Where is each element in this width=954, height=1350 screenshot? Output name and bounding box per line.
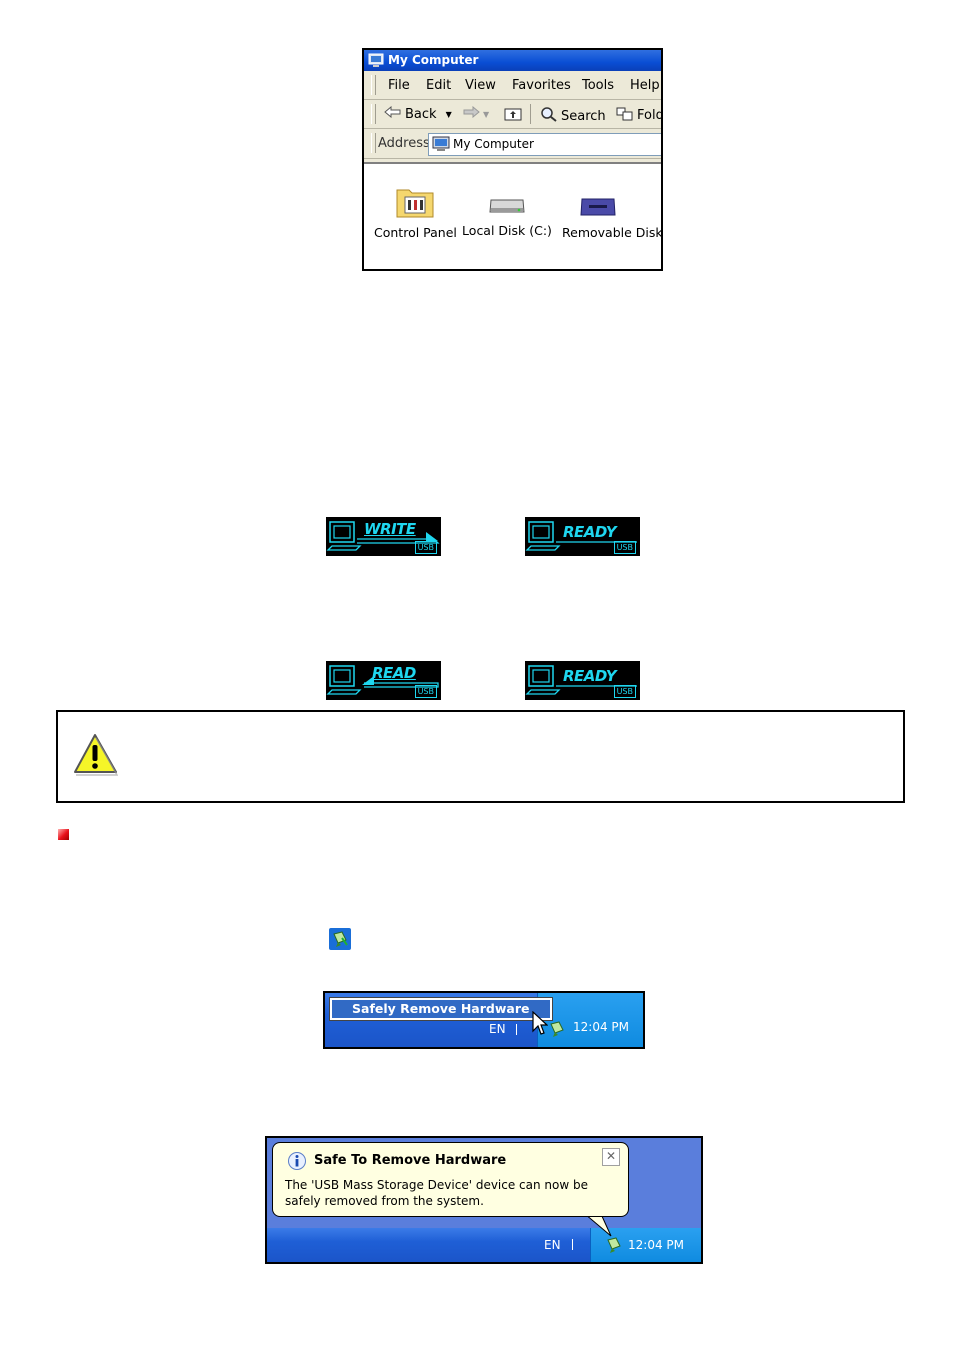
tray-clock[interactable]: 12:04 PM bbox=[573, 1020, 629, 1034]
address-value: My Computer bbox=[453, 137, 534, 151]
back-arrow-icon bbox=[384, 105, 402, 122]
toolbar-grip[interactable] bbox=[371, 104, 376, 124]
mouse-cursor-icon bbox=[532, 1010, 549, 1041]
forward-button[interactable]: ▼ bbox=[462, 105, 490, 122]
folders-icon bbox=[616, 106, 634, 125]
close-icon[interactable]: ✕ bbox=[602, 1148, 620, 1166]
lcd-write-screen: WRITE USB bbox=[326, 517, 441, 556]
toolbar-separator bbox=[530, 104, 531, 124]
tray-separator bbox=[516, 1024, 517, 1035]
lcd-read-screen: READ USB bbox=[326, 661, 441, 700]
folders-label: Fold bbox=[637, 108, 663, 123]
lcd-pc-graphic bbox=[525, 665, 637, 695]
search-label: Search bbox=[561, 108, 606, 124]
forward-arrow-icon bbox=[462, 105, 480, 122]
local-disk-item[interactable]: Local Disk (C:) bbox=[462, 196, 552, 238]
menu-favorites[interactable]: Favorites bbox=[512, 78, 571, 93]
lcd-ready-screen: READY USB bbox=[525, 517, 640, 556]
lcd-ready-text: READY bbox=[563, 667, 617, 685]
lcd-pc-graphic bbox=[326, 521, 440, 551]
standard-toolbar: Back ▼ ▼ Search Fold bbox=[364, 100, 661, 129]
lcd-usb-badge: USB bbox=[613, 541, 636, 554]
system-tray: 12:04 PM bbox=[537, 993, 643, 1047]
removable-disk-label: Removable Disk (F:) bbox=[562, 225, 663, 240]
menu-item-safely-remove-hardware[interactable]: Safely Remove Hardware bbox=[332, 1000, 550, 1018]
bullet-marker bbox=[58, 829, 69, 840]
language-indicator[interactable]: EN bbox=[544, 1238, 561, 1252]
chevron-down-icon[interactable]: ▼ bbox=[445, 109, 452, 119]
folders-button[interactable]: Fold bbox=[616, 106, 663, 125]
hard-disk-icon bbox=[488, 199, 526, 219]
address-bar: Address My Computer bbox=[364, 129, 661, 159]
balloon-title: Safe To Remove Hardware bbox=[314, 1153, 507, 1168]
control-panel-icon bbox=[395, 189, 435, 221]
safely-remove-hardware-icon[interactable] bbox=[604, 1236, 624, 1258]
balloon-message: The 'USB Mass Storage Device' device can… bbox=[285, 1178, 588, 1208]
lcd-usb-badge: USB bbox=[414, 541, 437, 554]
folder-content-area: Control Panel Local Disk (C:) Removable … bbox=[364, 162, 661, 269]
safely-remove-hardware-icon[interactable] bbox=[547, 1020, 567, 1042]
notification-balloon[interactable]: Safe To Remove Hardware ✕ The 'USB Mass … bbox=[272, 1142, 629, 1217]
tray-separator bbox=[572, 1239, 573, 1250]
address-label: Address bbox=[378, 136, 430, 151]
removable-disk-icon bbox=[579, 198, 617, 221]
language-indicator[interactable]: EN bbox=[489, 1022, 506, 1036]
lcd-usb-badge: USB bbox=[414, 685, 437, 698]
lcd-read-text: READ bbox=[372, 664, 416, 682]
my-computer-icon bbox=[432, 136, 450, 155]
warning-triangle-icon bbox=[72, 732, 119, 780]
lcd-usb-badge: USB bbox=[613, 685, 636, 698]
menu-tools[interactable]: Tools bbox=[582, 78, 615, 93]
menubar-grip[interactable] bbox=[371, 75, 376, 95]
up-folder-icon bbox=[504, 106, 522, 125]
back-label: Back bbox=[405, 106, 437, 122]
lcd-pc-graphic bbox=[525, 521, 637, 551]
removable-disk-item[interactable]: Removable Disk (F:) bbox=[562, 196, 663, 240]
window-title: My Computer bbox=[388, 53, 479, 67]
my-computer-window: My Computer File Edit View Favorites Too… bbox=[362, 48, 663, 271]
chevron-down-icon[interactable]: ▼ bbox=[483, 109, 490, 119]
lcd-ready-screen-2: READY USB bbox=[525, 661, 640, 700]
my-computer-icon bbox=[368, 53, 384, 71]
addressbar-grip[interactable] bbox=[371, 133, 376, 153]
search-button[interactable]: Search bbox=[540, 106, 606, 126]
taskbar-safely-remove: 12:04 PM EN Safely Remove Hardware bbox=[323, 991, 645, 1049]
local-disk-label: Local Disk (C:) bbox=[462, 223, 552, 238]
safely-remove-hardware-icon bbox=[329, 928, 351, 950]
back-button[interactable]: Back ▼ bbox=[384, 105, 452, 122]
menu-help[interactable]: Help bbox=[630, 78, 660, 93]
control-panel-item[interactable]: Control Panel bbox=[374, 184, 457, 240]
menu-file[interactable]: File bbox=[388, 78, 410, 93]
search-icon bbox=[540, 106, 558, 126]
menu-view[interactable]: View bbox=[465, 78, 496, 93]
menu-edit[interactable]: Edit bbox=[426, 78, 452, 93]
lcd-write-text: WRITE bbox=[364, 520, 416, 538]
info-icon bbox=[287, 1151, 307, 1175]
address-field[interactable]: My Computer bbox=[428, 133, 661, 156]
lcd-pc-graphic bbox=[326, 665, 439, 695]
window-titlebar[interactable]: My Computer bbox=[364, 50, 661, 71]
up-folder-button[interactable] bbox=[504, 106, 522, 125]
warning-box bbox=[56, 710, 905, 803]
lcd-ready-text: READY bbox=[563, 523, 617, 541]
menu-bar: File Edit View Favorites Tools Help bbox=[364, 71, 661, 100]
tray-clock[interactable]: 12:04 PM bbox=[628, 1238, 684, 1252]
control-panel-label: Control Panel bbox=[374, 225, 457, 240]
context-menu: Safely Remove Hardware bbox=[329, 997, 553, 1021]
taskbar-safe-to-remove: 12:04 PM EN Safe To Remove Hardware ✕ Th… bbox=[265, 1136, 703, 1264]
